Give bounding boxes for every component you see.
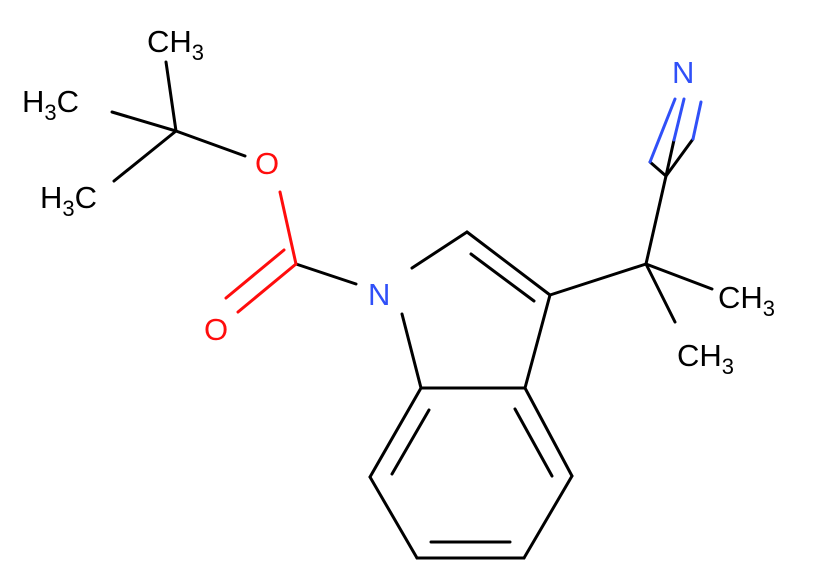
bond-c7a-c7-inner — [390, 408, 431, 476]
bond-c4-c3a-inner — [513, 407, 554, 478]
bond-cq-o — [174, 129, 247, 158]
bond-cquat-cnitrile — [644, 174, 668, 266]
bond-cq-ch3top — [164, 60, 178, 133]
bond-cquat-ch3upper — [644, 262, 714, 291]
bond-c-o-double-a — [236, 262, 298, 314]
o-ester-label: O — [255, 146, 279, 181]
bond-c4-c3a — [523, 386, 574, 478]
n-indole-label: N — [368, 277, 390, 312]
bond-c5-c4 — [522, 474, 574, 560]
bond-nitrile-1 — [648, 160, 668, 178]
bond-nitrile-3n — [691, 100, 703, 141]
bond-c-o-double-b — [224, 248, 286, 300]
bond-cq-ch3upper — [110, 110, 178, 133]
bond-c7-c6 — [368, 475, 419, 560]
bond-c3-c3a — [523, 293, 552, 390]
o-carbonyl-label: O — [204, 312, 228, 347]
bond-nitrile-2n — [672, 97, 686, 142]
bond-cquat-ch3lower — [644, 262, 677, 324]
bond-c7a-c7 — [368, 386, 423, 479]
n-nitrile-label: N — [672, 55, 694, 90]
ch3-top-label: CH3 — [147, 24, 204, 65]
bond-c3-cquat — [548, 262, 648, 297]
bond-nitrile-2 — [664, 138, 676, 178]
bonds — [110, 60, 714, 560]
bond-nitrile-3 — [664, 137, 695, 178]
bond-c2-c3 — [465, 230, 552, 297]
ch3-right-lower-label: CH3 — [677, 338, 734, 379]
bond-nitrile-1n — [648, 97, 677, 164]
bond-n-c2 — [410, 230, 469, 270]
atom-labels: CH3 H3C H3C O O N N CH3 CH3 — [22, 24, 775, 379]
h3c-lower-label: H3C — [40, 180, 97, 221]
bond-c7a-n — [400, 312, 423, 390]
bond-c2-c3-inner — [469, 252, 536, 303]
h3c-upper-label: H3C — [22, 84, 79, 125]
bond-ccarbonyl-n — [294, 262, 358, 286]
bond-cq-ch3lower — [112, 129, 178, 183]
ch3-right-upper-label: CH3 — [718, 280, 775, 321]
bond-o-ccarbonyl — [278, 190, 298, 266]
